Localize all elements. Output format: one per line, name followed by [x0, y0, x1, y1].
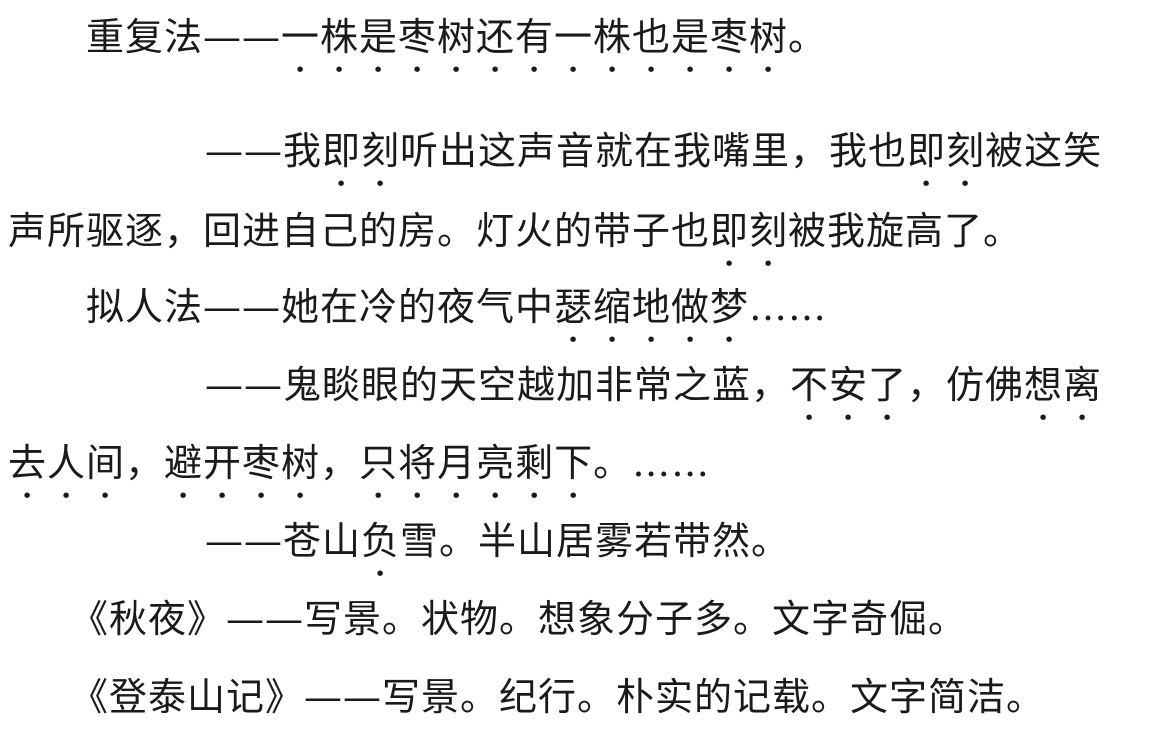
text-line-1: 重复法——一株是枣树还有一株也是枣树。	[86, 14, 827, 81]
line-4-emphasis: 瑟缩地做梦	[554, 285, 750, 329]
line-6-post: 。……	[593, 441, 711, 485]
line-8-text: 《秋夜》——写景。状物。想象分子多。文字奇倔。	[70, 597, 968, 641]
line-1-pre: 重复法——	[86, 15, 282, 59]
line-5-emphasis-1: 不安了	[790, 363, 908, 407]
line-6-mid-2: ，	[320, 441, 360, 485]
line-9-text: 《登泰山记》——写景。纪行。朴实的记载。文字简洁。	[70, 675, 1046, 719]
line-2-pre: ——我	[205, 129, 323, 173]
text-line-3: 声所驱逐，回进自己的房。灯火的带子也即刻被我旋高了。	[8, 208, 1022, 275]
text-line-8: 《秋夜》——写景。状物。想象分子多。文字奇倔。	[70, 596, 967, 642]
line-2-emphasis-2: 即刻	[907, 129, 986, 173]
line-6-mid: ，	[125, 441, 165, 485]
line-7-post: 雪。半山居雾若带然。	[400, 519, 791, 563]
text-line-4: 拟人法——她在冷的夜气中瑟缩地做梦……	[86, 284, 827, 351]
line-5-pre: ——鬼睒眼的天空越加非常之蓝，	[205, 363, 791, 407]
text-line-6: 去人间，避开枣树，只将月亮剩下。……	[8, 440, 710, 507]
line-2-mid: 听出这声音就在我嘴里，我也	[400, 129, 908, 173]
line-7-emphasis: 负	[361, 519, 401, 563]
text-line-5: ——鬼睒眼的天空越加非常之蓝，不安了，仿佛想离	[205, 362, 1102, 429]
line-7-pre: ——苍山	[205, 519, 362, 563]
line-3-emphasis: 即刻	[710, 209, 789, 253]
text-line-7: ——苍山负雪。半山居雾若带然。	[205, 518, 790, 585]
line-4-post: ……	[749, 285, 828, 329]
line-2-post: 被这笑	[985, 129, 1103, 173]
line-6-emphasis-3: 只将月亮剩下	[359, 441, 594, 485]
line-1-post: 。	[788, 15, 828, 59]
text-line-2: ——我即刻听出这声音就在我嘴里，我也即刻被这笑	[205, 128, 1102, 195]
line-3-post: 被我旋高了。	[788, 209, 1023, 253]
line-6-emphasis-1: 去人间	[8, 441, 126, 485]
text-line-9: 《登泰山记》——写景。纪行。朴实的记载。文字简洁。	[70, 674, 1045, 720]
line-5-mid: ，仿佛	[907, 363, 1025, 407]
line-6-emphasis-2: 避开枣树	[164, 441, 321, 485]
line-4-pre: 拟人法——她在冷的夜气中	[86, 285, 555, 329]
line-5-emphasis-2: 想离	[1024, 363, 1103, 407]
line-1-emphasis: 一株是枣树还有一株也是枣树	[281, 15, 789, 59]
line-2-emphasis-1: 即刻	[322, 129, 401, 173]
line-3-pre: 声所驱逐，回进自己的房。灯火的带子也	[8, 209, 711, 253]
